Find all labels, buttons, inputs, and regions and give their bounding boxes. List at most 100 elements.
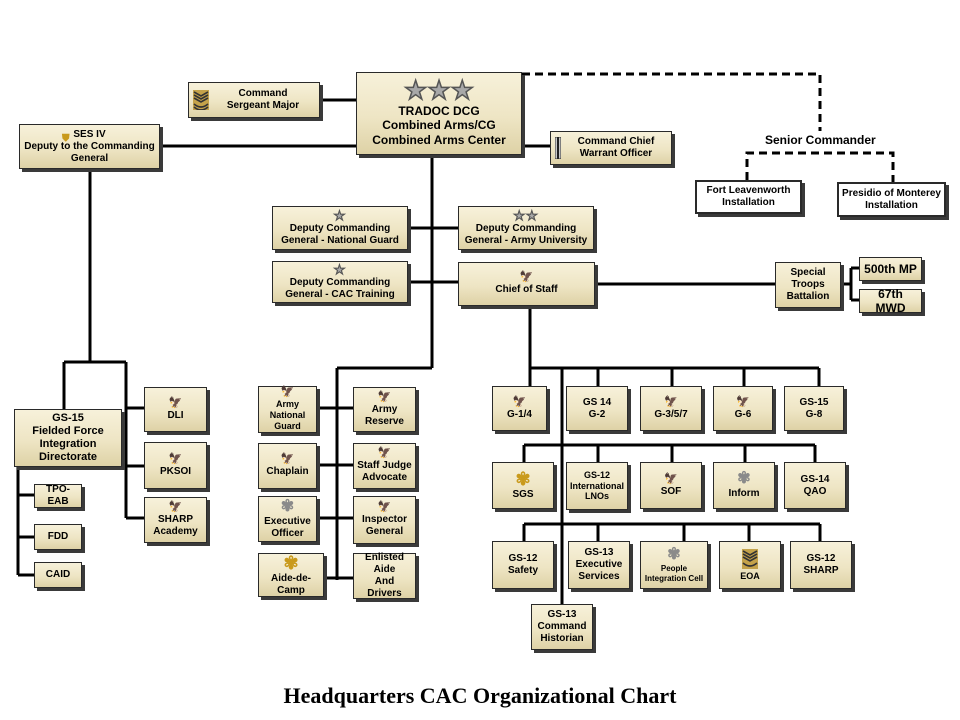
g-1-4-label: G-1/4 — [506, 408, 532, 420]
sharp-gs12-label: GS-12 SHARP — [803, 553, 839, 576]
inspector-general-box: 🦅 Inspector General — [353, 496, 416, 544]
sharp-gs12-box: GS-12 SHARP — [790, 541, 852, 589]
tpo-eab-label: TPO-EAB — [46, 484, 70, 507]
aide-de-camp-box: ✾ Aide-de-Camp — [258, 553, 324, 597]
gold-oak-leaf-icon: ✾ — [283, 552, 299, 573]
safety-box: GS-12 Safety — [492, 541, 554, 589]
army-reserve-label: Army Reserve — [365, 403, 404, 427]
army-national-guard-label: Army National Guard — [269, 399, 306, 431]
tpo-eab-box: TPO-EAB — [34, 484, 82, 508]
command-historian-label: GS-13 Command Historian — [537, 609, 587, 644]
g-3-5-7-box: 🦅 G-3/5/7 — [640, 386, 702, 431]
international-lnos-box: GS-12 International LNOs — [566, 462, 628, 510]
dcg-cac-training-box: ★ Deputy Commanding General - CAC Traini… — [272, 261, 408, 303]
special-troops-battalion-box: Special Troops Battalion — [775, 262, 841, 308]
colonel-eagle-icon: 🦅 — [519, 271, 534, 283]
sergeant-major-chevron-icon — [193, 90, 209, 110]
colonel-eagle-icon: 🦅 — [664, 395, 678, 408]
inform-label: Inform — [728, 488, 760, 499]
g-2-box: GS 14 G-2 — [566, 386, 628, 431]
g-3-5-7-label: G-3/5/7 — [654, 408, 688, 420]
colonel-eagle-icon: 🦅 — [512, 395, 527, 408]
sgs-label: SGS — [512, 489, 534, 500]
ses-shield-icon: ⛊ — [62, 133, 70, 144]
one-star-icon: ★ — [333, 208, 347, 223]
international-lnos-label: GS-12 International LNOs — [569, 469, 624, 502]
command-sergeant-major-label: Command Sergeant Major — [226, 88, 300, 111]
caid-label: CAID — [45, 569, 71, 580]
500th-mp-box: 500th MP — [859, 257, 922, 281]
chief-of-staff-label: Chief of Staff — [495, 284, 558, 295]
sharp-academy-box: 🦅 SHARP Academy — [144, 497, 207, 543]
qao-label: GS-14 QAO — [800, 473, 830, 497]
eoa-label: EOA — [740, 570, 760, 581]
inspector-general-label: Inspector General — [361, 514, 407, 537]
colonel-eagle-icon: 🦅 — [664, 472, 678, 485]
three-star-general-icon: ★★★ — [404, 75, 475, 105]
enlisted-aide-label: Enlisted Aide And Drivers — [365, 552, 404, 599]
dli-box: 🦅 DLI — [144, 387, 207, 432]
fort-leavenworth-label: Fort Leavenworth Installation — [706, 185, 791, 208]
sof-box: 🦅 SOF — [640, 462, 702, 509]
command-chief-warrant-officer-label: Command Chief Warrant Officer — [577, 136, 655, 159]
chaplain-label: Chaplain — [266, 466, 309, 477]
silver-oak-leaf-icon: ✾ — [280, 497, 295, 515]
chief-of-staff-box: 🦅 Chief of Staff — [458, 262, 595, 306]
67th-mwd-box: 67th MWD — [859, 286, 922, 315]
command-chief-warrant-officer-box: Command Chief Warrant Officer — [550, 131, 672, 165]
tradoc-dcg-box: ★★★ TRADOC DCG Combined Arms/CG Combined… — [356, 72, 522, 155]
colonel-eagle-icon: 🦅 — [377, 501, 392, 513]
dcg-cac-training-label: Deputy Commanding General - CAC Training — [285, 277, 395, 300]
colonel-eagle-icon: 🦅 — [377, 390, 392, 403]
special-troops-battalion-label: Special Troops Battalion — [786, 267, 830, 302]
colonel-eagle-icon: 🦅 — [168, 452, 183, 465]
one-star-icon: ★ — [333, 262, 347, 277]
enlisted-aide-box: Enlisted Aide And Drivers — [353, 552, 416, 599]
g-6-box: 🦅 G-6 — [713, 386, 773, 431]
fort-leavenworth-box: Fort Leavenworth Installation — [695, 180, 802, 214]
dcg-national-guard-box: ★ Deputy Commanding General - National G… — [272, 206, 408, 250]
chaplain-box: 🦅 Chaplain — [258, 443, 317, 489]
g-2-label: GS 14 G-2 — [582, 396, 612, 420]
g-6-label: G-6 — [734, 408, 752, 420]
staff-judge-advocate-label: Staff Judge Advocate — [357, 460, 412, 483]
executive-officer-box: ✾ Executive Officer — [258, 496, 317, 542]
presidio-monterey-box: Presidio of Monterey Installation — [837, 182, 946, 217]
pksoi-box: 🦅 PKSOI — [144, 442, 207, 489]
g-1-4-box: 🦅 G-1/4 — [492, 386, 547, 431]
inform-box: ✾ Inform — [713, 462, 775, 509]
67th-mwd-label: 67th MWD — [875, 286, 906, 315]
sgs-box: ✾ SGS — [492, 462, 554, 509]
gs15-ffid-label: GS-15 Fielded Force Integration Director… — [32, 411, 104, 464]
fdd-box: FDD — [34, 524, 82, 550]
colonel-eagle-icon: 🦅 — [280, 453, 295, 465]
ses-deputy-box: SES IV Deputy to the Commanding General … — [19, 124, 160, 169]
fdd-label: FDD — [47, 531, 69, 542]
gold-oak-leaf-icon: ✾ — [515, 469, 531, 489]
safety-label: GS-12 Safety — [507, 553, 538, 576]
command-sergeant-major-box: Command Sergeant Major — [188, 82, 320, 118]
army-national-guard-box: 🦅 Army National Guard — [258, 386, 317, 433]
presidio-monterey-label: Presidio of Monterey Installation — [842, 187, 941, 211]
ses-deputy-label: SES IV Deputy to the Commanding General — [24, 128, 155, 164]
dli-label: DLI — [167, 409, 184, 421]
people-integration-cell-box: ✾ People Integration Cell — [640, 541, 708, 589]
staff-judge-advocate-box: 🦅 Staff Judge Advocate — [353, 443, 416, 489]
g-8-label: GS-15 G-8 — [799, 396, 829, 420]
colonel-eagle-icon: 🦅 — [168, 396, 183, 409]
army-reserve-box: 🦅 Army Reserve — [353, 387, 416, 432]
gs15-ffid-box: GS-15 Fielded Force Integration Director… — [14, 409, 122, 467]
two-star-icon: ★★ — [513, 208, 539, 223]
people-integration-cell-label: People Integration Cell — [644, 563, 704, 583]
warrant-officer-bar-icon — [555, 137, 561, 159]
pksoi-label: PKSOI — [159, 465, 192, 477]
eoa-box: EOA — [719, 541, 781, 589]
silver-oak-leaf-icon: ✾ — [667, 545, 681, 563]
g-8-box: GS-15 G-8 — [784, 386, 844, 431]
silver-oak-leaf-icon: ✾ — [737, 470, 751, 487]
sof-label: SOF — [660, 485, 682, 497]
colonel-eagle-icon: 🦅 — [377, 447, 392, 459]
executive-officer-label: Executive Officer — [264, 515, 311, 539]
colonel-eagle-icon: 🦅 — [168, 501, 183, 513]
